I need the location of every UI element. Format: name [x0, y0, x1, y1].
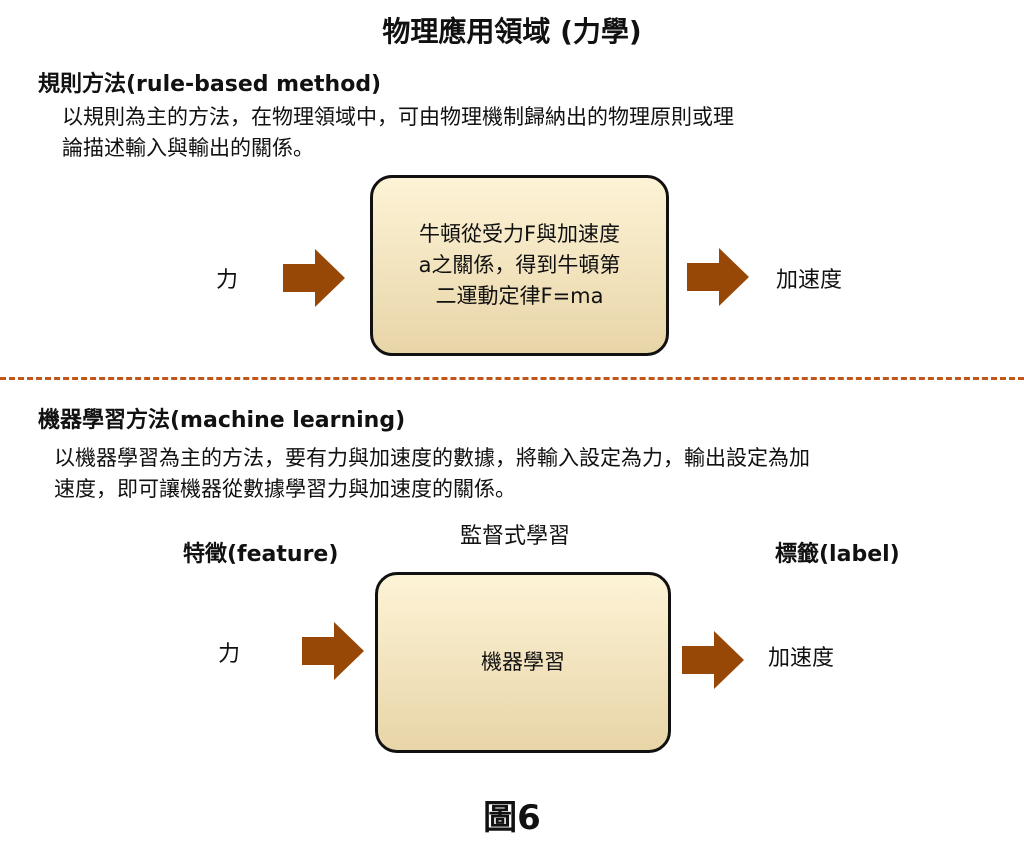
rule-desc-line: 論描述輸入與輸出的關係。	[62, 136, 314, 160]
ml-input-label: 力	[218, 642, 241, 667]
rule-heading: 規則方法(rule-based method)	[38, 72, 382, 97]
section-divider	[0, 377, 1024, 380]
ml-heading: 機器學習方法(machine learning)	[38, 408, 406, 433]
box-line: 牛頓從受力F與加速度	[418, 222, 621, 246]
rule-description: 以規則為主的方法，在物理領域中，可由物理機制歸納出的物理原則或理 論描述輸入與輸…	[62, 102, 734, 164]
supervised-learning-label: 監督式學習	[460, 524, 571, 549]
target-label: 標籤(label)	[775, 542, 900, 567]
ml-description: 以機器學習為主的方法，要有力與加速度的數據，將輸入設定為力，輸出設定為加 速度，…	[54, 443, 810, 505]
rule-output-label: 加速度	[776, 268, 843, 293]
right-arrow-icon	[687, 248, 749, 306]
right-arrow-icon	[682, 631, 744, 689]
ml-desc-line: 速度，即可讓機器從數據學習力與加速度的關係。	[54, 477, 516, 501]
feature-label: 特徵(feature)	[183, 542, 339, 567]
box-line: a之關係，得到牛頓第	[418, 253, 621, 277]
ml-process-box: 機器學習	[375, 572, 671, 753]
page-title: 物理應用領域 (力學)	[382, 15, 642, 48]
box-line: 機器學習	[481, 650, 565, 674]
rule-input-label: 力	[216, 268, 239, 293]
rule-process-box: 牛頓從受力F與加速度 a之關係，得到牛頓第 二運動定律F=ma	[370, 175, 669, 356]
right-arrow-icon	[302, 622, 364, 680]
figure-caption: 圖6	[483, 798, 541, 838]
ml-output-label: 加速度	[768, 646, 835, 671]
box-line: 二運動定律F=ma	[435, 284, 604, 308]
right-arrow-icon	[283, 249, 345, 307]
ml-desc-line: 以機器學習為主的方法，要有力與加速度的數據，將輸入設定為力，輸出設定為加	[54, 446, 810, 470]
rule-desc-line: 以規則為主的方法，在物理領域中，可由物理機制歸納出的物理原則或理	[62, 105, 734, 129]
